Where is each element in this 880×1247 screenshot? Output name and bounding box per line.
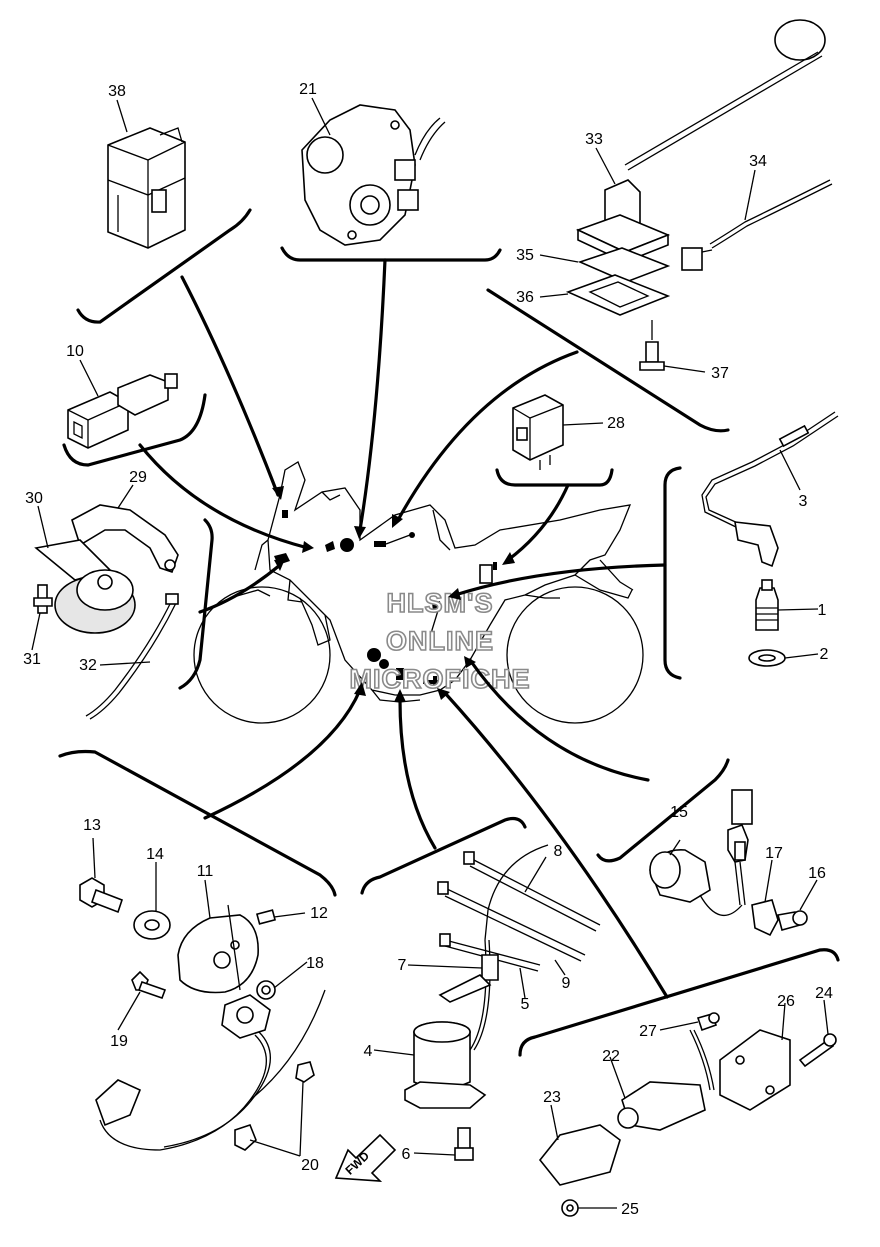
label-19: 19 xyxy=(110,1033,128,1050)
label-16: 16 xyxy=(808,865,826,882)
watermark-line-2: ONLINE xyxy=(386,626,494,656)
label-33: 33 xyxy=(585,131,603,148)
part-relay-38 xyxy=(107,127,186,249)
part-switch-10 xyxy=(67,373,178,449)
part-bracket-29-30 xyxy=(34,504,179,634)
part-bolt-31 xyxy=(33,584,53,614)
part-clamp-7 xyxy=(438,954,499,1003)
label-12: 12 xyxy=(310,905,328,922)
label-15: 15 xyxy=(670,804,688,821)
label-10: 10 xyxy=(66,343,84,360)
label-13: 13 xyxy=(83,817,101,834)
part-relay-28 xyxy=(512,394,564,470)
label-37: 37 xyxy=(711,365,729,382)
label-20: 20 xyxy=(301,1157,319,1174)
watermark-line-1: HLSM'S xyxy=(387,588,494,618)
part-clamp-17 xyxy=(751,899,779,937)
fwd-arrow: FWD xyxy=(334,1133,397,1182)
label-17: 17 xyxy=(765,845,783,862)
part-pickup-coil xyxy=(95,989,326,1151)
label-8: 8 xyxy=(554,843,563,860)
label-26: 26 xyxy=(777,993,795,1010)
label-25: 25 xyxy=(621,1201,639,1218)
label-23: 23 xyxy=(543,1089,561,1106)
label-34: 34 xyxy=(749,153,767,170)
label-7: 7 xyxy=(398,957,407,974)
label-38: 38 xyxy=(108,83,126,100)
callout-lines xyxy=(31,97,829,1209)
label-9: 9 xyxy=(562,975,571,992)
leader-lines xyxy=(138,258,669,999)
part-nut-25 xyxy=(561,1199,579,1217)
part-bolt-16 xyxy=(777,910,808,931)
label-21: 21 xyxy=(299,81,317,98)
label-14: 14 xyxy=(146,846,164,863)
part-cover-23 xyxy=(538,1124,621,1186)
part-wire-lead-34 xyxy=(681,179,833,271)
part-washer-14 xyxy=(133,910,171,940)
part-tie-32 xyxy=(85,593,179,720)
part-switch-1 xyxy=(755,579,779,631)
part-bracket-26 xyxy=(719,1029,791,1111)
part-bolt-18 xyxy=(256,980,276,1000)
part-dowel-12 xyxy=(255,909,277,925)
label-30: 30 xyxy=(25,490,43,507)
part-bolt-13 xyxy=(79,877,124,914)
part-sensor-15 xyxy=(649,789,753,916)
label-28: 28 xyxy=(607,415,625,432)
part-plate-11 xyxy=(177,904,259,994)
group-brackets xyxy=(58,208,840,1057)
motorcycle-outline xyxy=(193,461,644,724)
part-bolt-6 xyxy=(454,1127,474,1161)
label-11: 11 xyxy=(197,863,214,880)
part-relay-4 xyxy=(404,939,491,1109)
label-36: 36 xyxy=(516,289,534,306)
label-1: 1 xyxy=(818,602,827,619)
part-bolt-24 xyxy=(798,1033,837,1068)
part-washer-2 xyxy=(748,649,786,667)
label-27: 27 xyxy=(639,1023,657,1040)
part-cable-3 xyxy=(701,411,839,568)
label-3: 3 xyxy=(799,493,808,510)
part-fuel-sender-33 xyxy=(565,19,826,371)
label-5: 5 xyxy=(521,996,530,1013)
label-35: 35 xyxy=(516,247,534,264)
label-32: 32 xyxy=(79,657,97,674)
part-bolt-27 xyxy=(696,1012,720,1032)
label-22: 22 xyxy=(602,1048,620,1065)
label-6: 6 xyxy=(402,1146,411,1163)
label-18: 18 xyxy=(306,955,324,972)
label-31: 31 xyxy=(23,651,41,668)
label-29: 29 xyxy=(129,469,147,486)
label-4: 4 xyxy=(364,1043,373,1060)
part-clamp-20 xyxy=(234,1061,315,1151)
part-ties-5-8-9 xyxy=(437,844,601,972)
part-switch-22 xyxy=(617,1029,715,1131)
label-24: 24 xyxy=(815,985,833,1002)
part-number-labels: 1 2 3 4 5 6 7 8 9 10 11 12 13 14 15 16 1… xyxy=(23,81,833,1218)
part-starter-relay-21 xyxy=(301,104,446,246)
part-bolt-19 xyxy=(131,970,167,1000)
label-2: 2 xyxy=(820,646,829,663)
